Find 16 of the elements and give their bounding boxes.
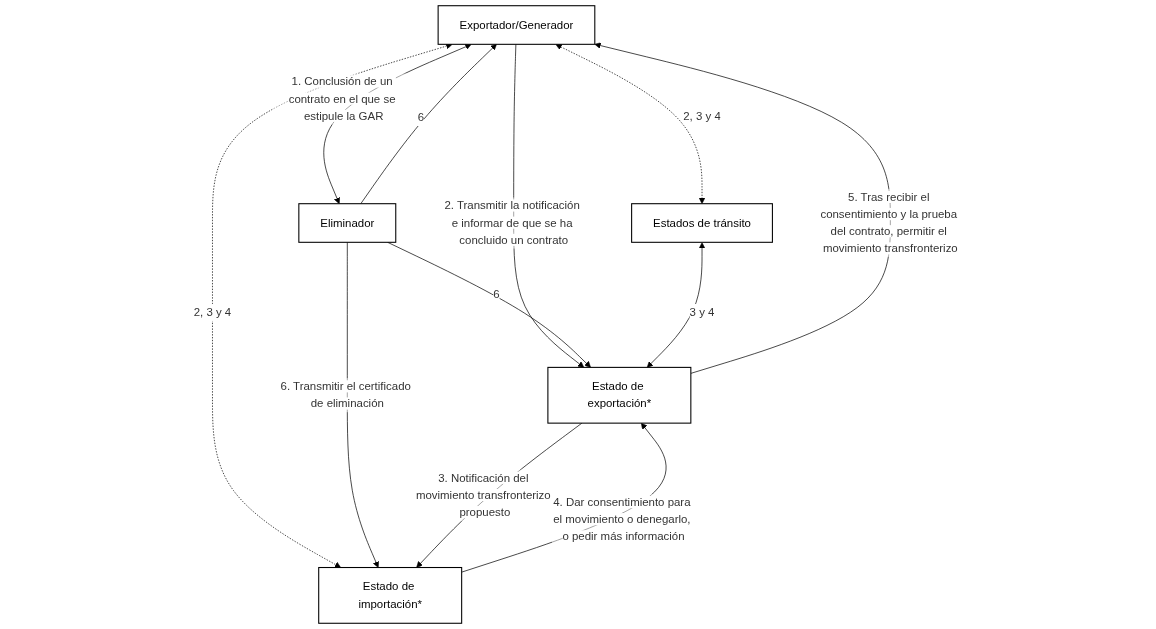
node-box: Eliminador [298, 203, 397, 243]
node-box: Estados de tránsito [631, 203, 774, 243]
edge-label: 6. Transmitir el certificado de eliminación [280, 380, 412, 410]
edge-label: 2. Transmitir la notificación e informar de que se ha concluido un contrato [444, 199, 581, 246]
node-box: Exportador/Generador [437, 5, 596, 45]
edge-label: 3. Notificación del movimiento transfronterizo propuesto [416, 471, 551, 519]
node-box: Estado de importación* [318, 567, 463, 624]
edge-label: 3 y 4 [689, 305, 715, 319]
node-box: Estado de exportación* [547, 366, 692, 424]
edge-label: 2, 3 y 4 [193, 305, 232, 319]
edge-label: 6 [418, 111, 425, 124]
edge-label: 1. Conclusión de un contrato en el que se estipule la GAR [288, 75, 396, 122]
edge-label: 2, 3 y 4 [683, 110, 721, 123]
edge-label: 5. Tras recibir el consentimiento y la prueba del contrato, permitir el movimiento transfronterizo [820, 190, 958, 255]
edge-label: 4. Dar consentimiento para el movimiento o denegarlo, o pedir más información [553, 495, 691, 543]
edge-label: 6 [493, 287, 500, 301]
